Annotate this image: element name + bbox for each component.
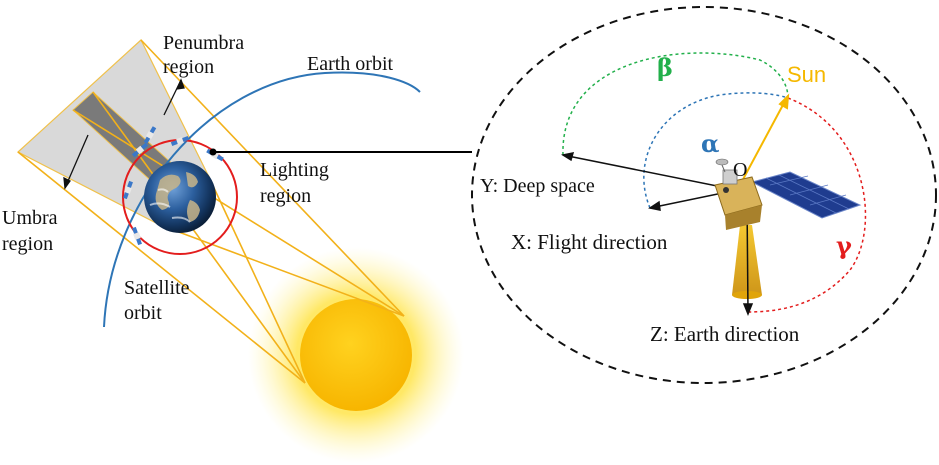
beta-label: β [657, 53, 673, 82]
gamma-arc [747, 97, 867, 313]
alpha-label: α [701, 129, 719, 158]
zoom-boundary [471, 6, 937, 384]
sun-vector [739, 93, 790, 186]
body-frame-view: Y: Deep space X: Flight direction Z: Ear… [471, 6, 937, 384]
earth-continents [155, 172, 200, 222]
beam-footprint [732, 291, 762, 299]
earth-clouds [149, 188, 191, 223]
satellite-orbit-label: Satellite orbit [124, 277, 195, 324]
x-axis-label: X: Flight direction [511, 230, 668, 254]
umbra-label: Umbra region [2, 207, 63, 255]
solar-panel [750, 171, 862, 219]
orbital-geometry: Penumbra region Umbra region Earth orbit… [2, 32, 472, 463]
gamma-label: γ [836, 231, 852, 260]
sun-label: Sun [787, 62, 826, 87]
lighting-region-label: Lighting region [260, 159, 334, 207]
earth-orbit-label: Earth orbit [307, 53, 394, 75]
satellite-model [714, 158, 862, 230]
beta-arc [562, 52, 789, 156]
y-axis-label: Y: Deep space [480, 175, 595, 197]
earth-orbit [103, 71, 421, 328]
penumbra-label: Penumbra region [163, 32, 249, 78]
sun-rays [17, 39, 405, 384]
label-arrows [63, 78, 185, 190]
earth [144, 161, 216, 233]
z-axis-label: Z: Earth direction [650, 322, 800, 346]
sun [300, 299, 412, 411]
satellite-icons [123, 126, 224, 246]
origin-label: O [733, 159, 747, 181]
